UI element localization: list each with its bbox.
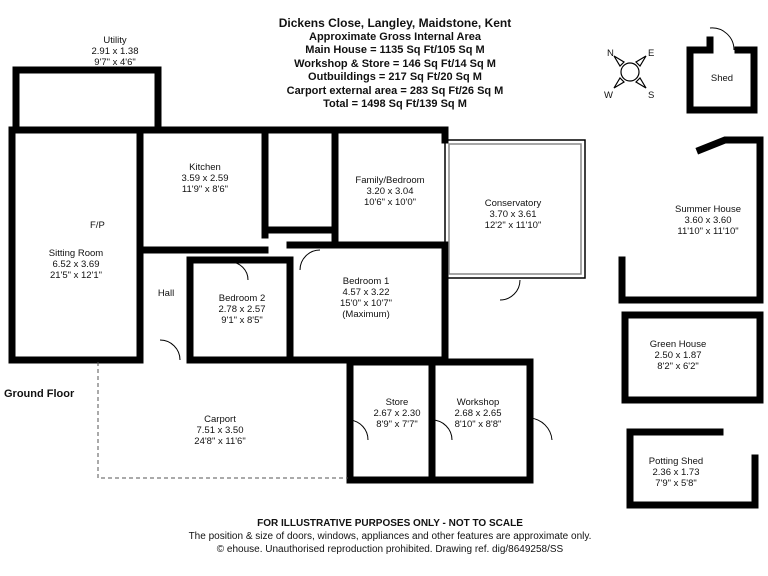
area-line: Carport external area = 283 Sq Ft/26 Sq … xyxy=(286,84,504,97)
area-line: Workshop & Store = 146 Sq Ft/14 Sq M xyxy=(294,57,496,70)
address: Dickens Close, Langley, Maidstone, Kent xyxy=(278,16,512,30)
compass-n: N xyxy=(607,48,614,59)
carport-outline xyxy=(97,362,348,479)
fireplace-label: F/P xyxy=(90,220,105,231)
room-shed: Shed xyxy=(710,73,734,84)
disclaimer: FOR ILLUSTRATIVE PURPOSES ONLY - NOT TO … xyxy=(257,518,523,529)
floor-label: Ground Floor xyxy=(4,388,75,400)
copyright: © ehouse. Unauthorised reproduction proh… xyxy=(216,544,564,555)
conservatory-walls xyxy=(444,139,586,279)
compass-w: W xyxy=(604,90,613,101)
area-line: Main House = 1135 Sq Ft/105 Sq M xyxy=(305,44,485,56)
compass-s: S xyxy=(648,90,655,101)
subtitle: Approximate Gross Internal Area xyxy=(309,30,481,43)
area-line: Total = 1498 Sq Ft/139 Sq M xyxy=(323,98,467,110)
footer-note: The position & size of doors, windows, a… xyxy=(188,531,592,542)
area-summary: Dickens Close, Langley, Maidstone, Kent … xyxy=(240,16,550,112)
area-line: Outbuildings = 217 Sq Ft/20 Sq M xyxy=(308,71,482,83)
compass-icon xyxy=(613,55,647,89)
room-hall: Hall xyxy=(157,288,175,299)
compass-e: E xyxy=(648,48,655,59)
walls xyxy=(8,36,764,509)
footer: FOR ILLUSTRATIVE PURPOSES ONLY - NOT TO … xyxy=(100,517,680,556)
door-swings xyxy=(159,27,735,441)
